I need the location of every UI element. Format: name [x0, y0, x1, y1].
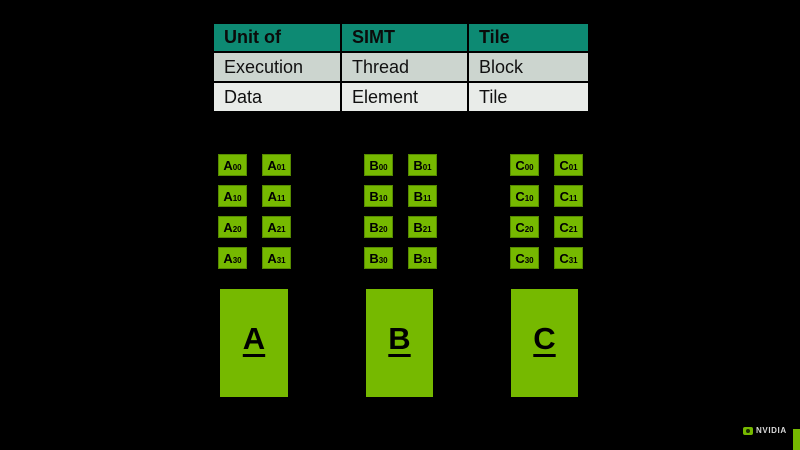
tile-block-a: A — [220, 289, 288, 397]
table-header-cell: SIMT — [340, 22, 469, 53]
tile-block-c: C — [511, 289, 578, 397]
tile-block-b: B — [366, 289, 433, 397]
table-cell: Thread — [340, 51, 469, 83]
table-header-cell: Tile — [467, 22, 590, 53]
table-header-cell: Unit of — [212, 22, 342, 53]
table-cell: Data — [212, 81, 342, 113]
table-cell: Tile — [467, 81, 590, 113]
tile-block-b-label: B — [388, 321, 411, 356]
green-edge-bar — [793, 429, 800, 450]
table-cell: Block — [467, 51, 590, 83]
table-cell: Element — [340, 81, 469, 113]
nvidia-brand: NVIDIA — [743, 426, 787, 435]
tile-block-c-label: C — [533, 321, 556, 356]
table-cell: Execution — [212, 51, 342, 83]
nvidia-logo-icon — [743, 426, 753, 435]
tile-block-a-label: A — [242, 321, 266, 356]
nvidia-brand-text: NVIDIA — [756, 426, 787, 435]
